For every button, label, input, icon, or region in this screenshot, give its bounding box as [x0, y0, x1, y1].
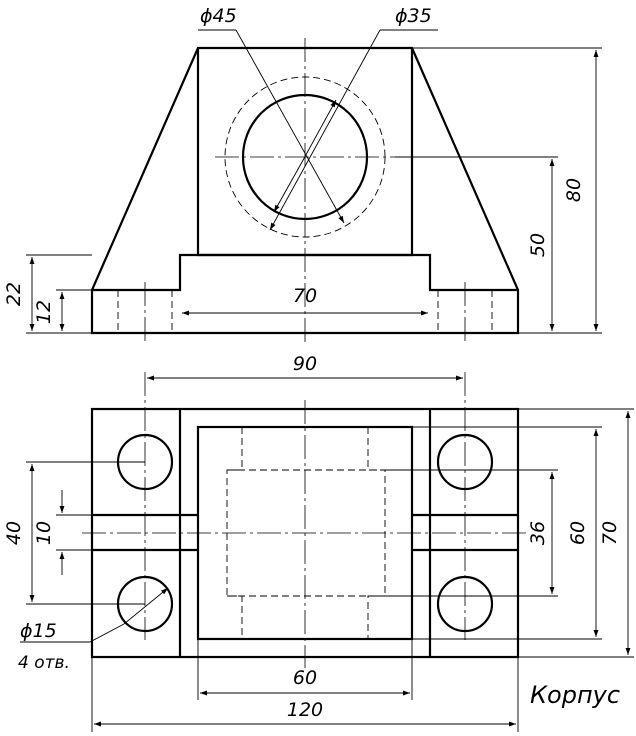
dim-phi35: ϕ35: [395, 5, 432, 27]
dim-80: 80: [563, 178, 585, 202]
dim-40: 40: [3, 521, 25, 545]
front-view: [26, 29, 602, 345]
dim-50: 50: [527, 233, 549, 257]
dim-phi15: ϕ15: [20, 620, 57, 642]
dim-phi45: ϕ45: [200, 5, 237, 27]
dim-12: 12: [33, 300, 55, 324]
dim-70-vertical: 70: [599, 521, 621, 545]
dim-60-horizontal: 60: [293, 667, 317, 689]
dim-70: 70: [293, 285, 317, 307]
holes-note: 4 отв.: [18, 653, 70, 673]
dim-10: 10: [33, 521, 55, 545]
dim-60-vertical: 60: [567, 521, 589, 545]
dim-120: 120: [287, 699, 323, 721]
dim-90: 90: [293, 353, 317, 375]
part-title: Корпус: [530, 681, 620, 709]
dim-22: 22: [3, 282, 25, 306]
plan-view: [20, 372, 634, 732]
dim-36: 36: [527, 521, 549, 545]
